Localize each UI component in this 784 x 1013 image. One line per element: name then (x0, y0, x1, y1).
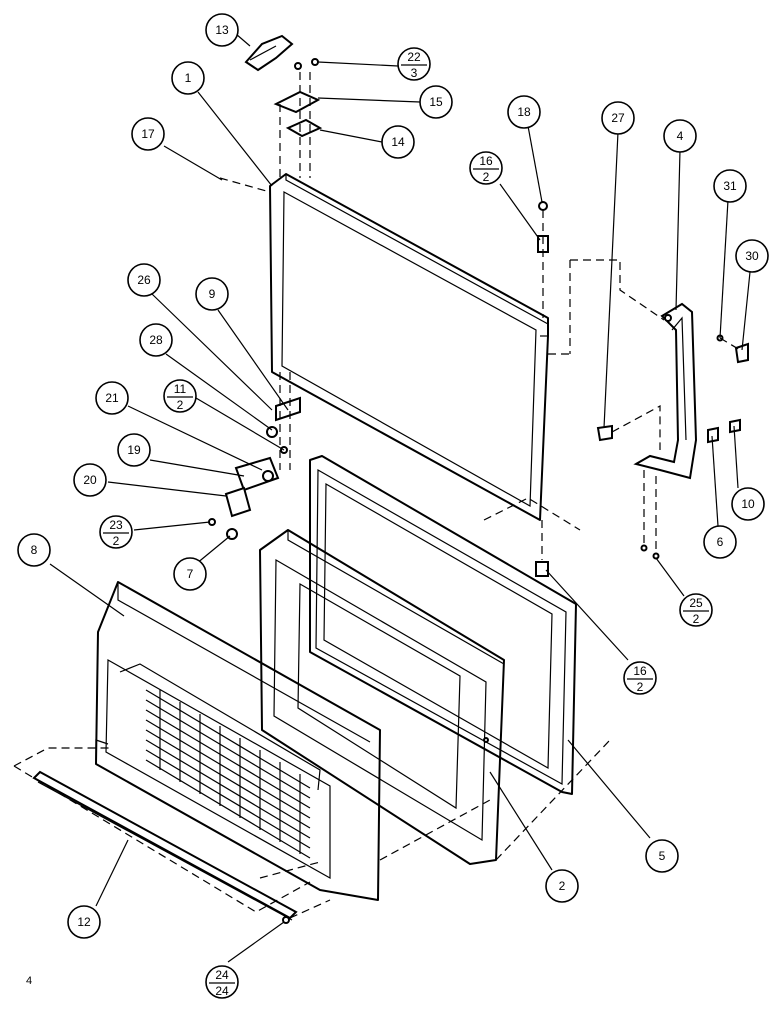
callout-26: 26 (127, 263, 161, 297)
svg-text:26: 26 (137, 273, 151, 287)
callout-24-24: 24 24 (205, 965, 239, 999)
part-top-pivot (537, 201, 549, 318)
svg-text:16: 16 (479, 154, 493, 168)
svg-text:30: 30 (745, 249, 759, 263)
svg-text:7: 7 (187, 567, 194, 581)
svg-text:13: 13 (215, 23, 229, 37)
callout-15: 15 (419, 85, 453, 119)
part-bin-frame (95, 581, 491, 901)
callout-9: 9 (195, 277, 229, 311)
callout-8: 8 (17, 533, 51, 567)
svg-text:15: 15 (429, 95, 443, 109)
callout-12: 12 (67, 905, 101, 939)
svg-text:2: 2 (483, 170, 490, 184)
callout-10: 10 (731, 487, 765, 521)
svg-text:2: 2 (637, 680, 644, 694)
callout-23-2: 23 2 (99, 515, 133, 549)
callout-5: 5 (645, 839, 679, 873)
svg-text:14: 14 (391, 135, 405, 149)
callout-4: 4 (663, 119, 697, 153)
callout-20: 20 (73, 463, 107, 497)
part-left-hinge-hardware (208, 372, 301, 540)
part-hinge-cover (244, 34, 294, 72)
part-handle-bracket (548, 259, 698, 480)
callout-25-2: 25 2 (679, 593, 713, 627)
svg-text:9: 9 (209, 287, 216, 301)
part-door-panel (219, 173, 549, 521)
svg-text:10: 10 (741, 497, 755, 511)
svg-text:11: 11 (174, 382, 187, 396)
callout-13: 13 (205, 13, 239, 47)
callout-18: 18 (507, 95, 541, 129)
svg-text:4: 4 (677, 129, 684, 143)
callout-27: 27 (601, 101, 635, 135)
callout-11-2: 11 2 (163, 379, 197, 413)
callout-30: 30 (735, 239, 769, 273)
part-small-clip (596, 404, 661, 450)
part-door-gasket (309, 455, 577, 795)
svg-text:24: 24 (215, 984, 229, 998)
leader-lines (49, 33, 751, 963)
svg-text:25: 25 (689, 596, 703, 610)
page-number: 4 (26, 975, 32, 987)
svg-text:5: 5 (659, 849, 666, 863)
callout-19: 19 (117, 433, 151, 467)
callout-16-2-bottom: 16 2 (623, 661, 657, 695)
callout-2: 2 (545, 869, 579, 903)
callout-6: 6 (703, 525, 737, 559)
svg-text:18: 18 (517, 105, 531, 119)
callout-31: 31 (713, 169, 747, 203)
svg-text:24: 24 (215, 968, 229, 982)
part-hinge-screws (294, 58, 319, 70)
svg-text:1: 1 (185, 71, 192, 85)
svg-text:21: 21 (105, 391, 119, 405)
callout-22-3: 22 3 (397, 47, 431, 81)
svg-text:12: 12 (77, 915, 91, 929)
svg-text:22: 22 (407, 50, 421, 64)
svg-text:31: 31 (723, 179, 737, 193)
svg-text:23: 23 (109, 518, 123, 532)
svg-text:27: 27 (611, 111, 625, 125)
svg-text:2: 2 (113, 534, 120, 548)
svg-text:2: 2 (177, 398, 184, 412)
svg-text:2: 2 (559, 879, 566, 893)
svg-text:16: 16 (633, 664, 647, 678)
part-trim-strip (13, 747, 321, 921)
callout-14: 14 (381, 125, 415, 159)
part-door-liner (259, 529, 611, 865)
part-bottom-pivot (483, 497, 581, 577)
svg-text:28: 28 (149, 333, 163, 347)
callout-17: 17 (131, 117, 165, 151)
callout-28: 28 (139, 323, 173, 357)
part-bottom-screw (282, 899, 331, 924)
callout-16-2-top: 16 2 (469, 151, 503, 185)
svg-text:19: 19 (127, 443, 141, 457)
callout-21: 21 (95, 381, 129, 415)
part-bracket-screws (640, 418, 741, 560)
svg-text:20: 20 (83, 473, 97, 487)
callout-1: 1 (171, 61, 205, 95)
callout-7: 7 (173, 557, 207, 591)
svg-text:8: 8 (31, 543, 38, 557)
svg-text:6: 6 (717, 535, 724, 549)
svg-text:2: 2 (693, 612, 700, 626)
svg-text:3: 3 (411, 66, 418, 80)
part-handle-clip (716, 334, 749, 364)
svg-text:17: 17 (141, 127, 155, 141)
part-top-hinge (273, 72, 323, 178)
